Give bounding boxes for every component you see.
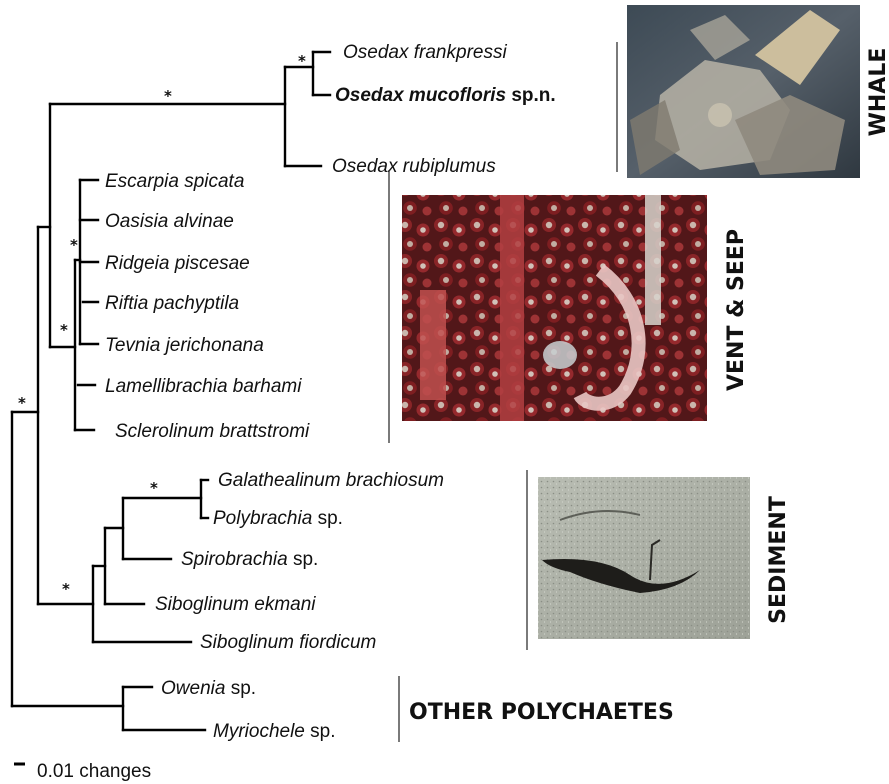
taxon-label: Osedax rubiplumus <box>332 156 496 177</box>
taxon-name: Myriochele <box>213 721 305 742</box>
group-label-vent-seep: VENT & SEEP <box>724 229 749 391</box>
taxon-label: Siboglinum ekmani <box>155 594 316 615</box>
taxon-label: Polybrachia sp. <box>213 508 343 529</box>
taxon-name: Owenia <box>161 678 225 699</box>
support-marker: * <box>62 580 70 598</box>
taxon-suffix: sp. <box>231 678 256 699</box>
taxon-label: Siboglinum fiordicum <box>200 632 376 653</box>
taxon-suffix: sp. <box>310 721 335 742</box>
taxon-suffix: sp. <box>293 549 318 570</box>
support-marker: * <box>298 52 306 70</box>
scale-bar: 0.01 changes <box>14 761 151 782</box>
support-marker: * <box>60 321 68 339</box>
support-marker: * <box>150 479 158 497</box>
group-label-whale: WHALE <box>866 48 889 137</box>
taxon-label: Riftia pachyptila <box>105 293 239 314</box>
taxon-name: Polybrachia <box>213 508 312 529</box>
taxon-suffix: sp. <box>318 508 343 529</box>
taxon-label: Owenia sp. <box>161 678 256 699</box>
taxon-suffix: sp.n. <box>511 85 555 106</box>
taxon-label: Lamellibrachia barhami <box>105 376 302 397</box>
scale-bar-label: 0.01 changes <box>37 761 151 782</box>
taxon-label: Galathealinum brachiosum <box>218 470 444 491</box>
vent-seep-photo <box>402 195 707 421</box>
taxon-label: Sclerolinum brattstromi <box>115 421 310 442</box>
support-marker: * <box>164 87 172 105</box>
taxon-label-highlighted: Osedax mucofloris sp.n. <box>335 85 556 106</box>
taxon-label: Tevnia jerichonana <box>105 335 264 356</box>
whale-photo <box>627 5 860 178</box>
support-marker: * <box>18 394 26 412</box>
taxon-name: Osedax mucofloris <box>335 85 506 106</box>
taxon-label: Myriochele sp. <box>213 721 336 742</box>
sediment-photo <box>538 477 750 639</box>
support-marker: * <box>70 236 78 254</box>
group-label-other-polychaetes: OTHER POLYCHAETES <box>409 700 674 725</box>
taxon-label: Spirobrachia sp. <box>181 549 318 570</box>
taxon-label: Escarpia spicata <box>105 171 244 192</box>
taxon-name: Spirobrachia <box>181 549 288 570</box>
taxon-label: Osedax frankpressi <box>343 42 507 63</box>
taxon-label: Ridgeia piscesae <box>105 253 250 274</box>
taxon-label: Oasisia alvinae <box>105 211 234 232</box>
group-label-sediment: SEDIMENT <box>766 496 791 624</box>
